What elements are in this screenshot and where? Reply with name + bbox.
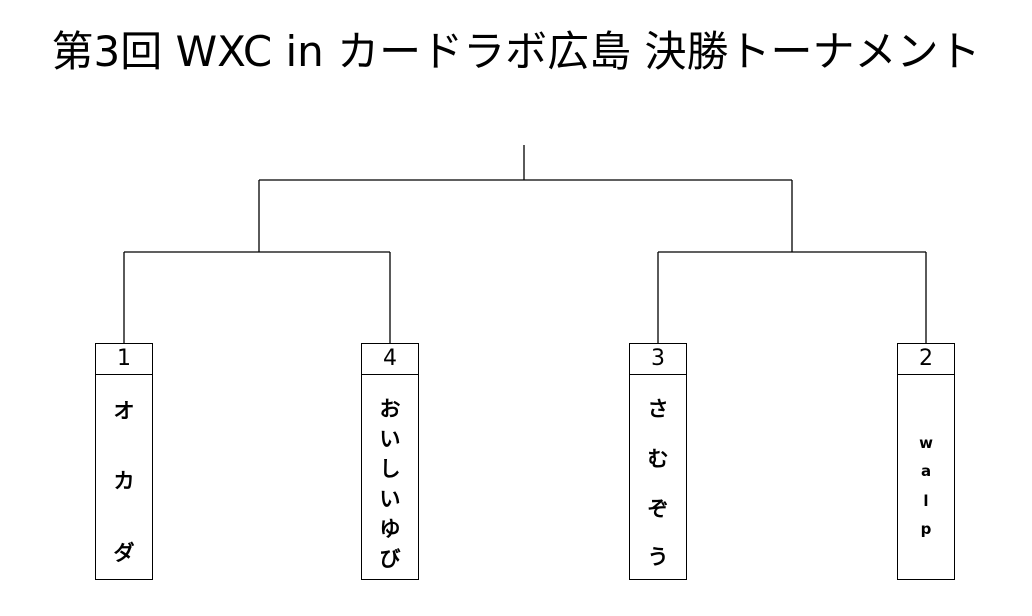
name-char: l xyxy=(923,492,929,510)
name-char: オ xyxy=(113,399,135,423)
name-char: ゆ xyxy=(379,517,401,541)
name-char: び xyxy=(379,547,401,571)
entry-box-3: 3 さ む ぞ う xyxy=(629,343,687,580)
page-title: 第3回 WXC in カードラボ広島 決勝トーナメント xyxy=(51,27,981,76)
name-char: う xyxy=(647,545,669,569)
name-char: p xyxy=(920,520,932,538)
entry-box-2: 2 w a l p xyxy=(897,343,955,580)
name-char: い xyxy=(379,427,401,451)
seed-number: 4 xyxy=(362,344,418,375)
entry-box-4: 4 お い し い ゆ び xyxy=(361,343,419,580)
player-name: w a l p xyxy=(898,375,954,579)
player-name: オ カ ダ xyxy=(96,375,152,579)
seed-number: 2 xyxy=(898,344,954,375)
name-char: ぞ xyxy=(647,497,669,521)
name-char: a xyxy=(920,462,932,480)
seed-number: 1 xyxy=(96,344,152,375)
name-char: し xyxy=(379,457,401,481)
name-char: さ xyxy=(647,397,669,421)
name-char: お xyxy=(379,397,401,421)
name-char: い xyxy=(379,487,401,511)
seed-number: 3 xyxy=(630,344,686,375)
name-char: ダ xyxy=(113,541,135,565)
player-name: お い し い ゆ び xyxy=(362,375,418,579)
name-char: カ xyxy=(113,469,135,493)
entry-box-1: 1 オ カ ダ xyxy=(95,343,153,580)
player-name: さ む ぞ う xyxy=(630,375,686,579)
name-char: w xyxy=(919,434,933,452)
name-char: む xyxy=(647,447,669,471)
